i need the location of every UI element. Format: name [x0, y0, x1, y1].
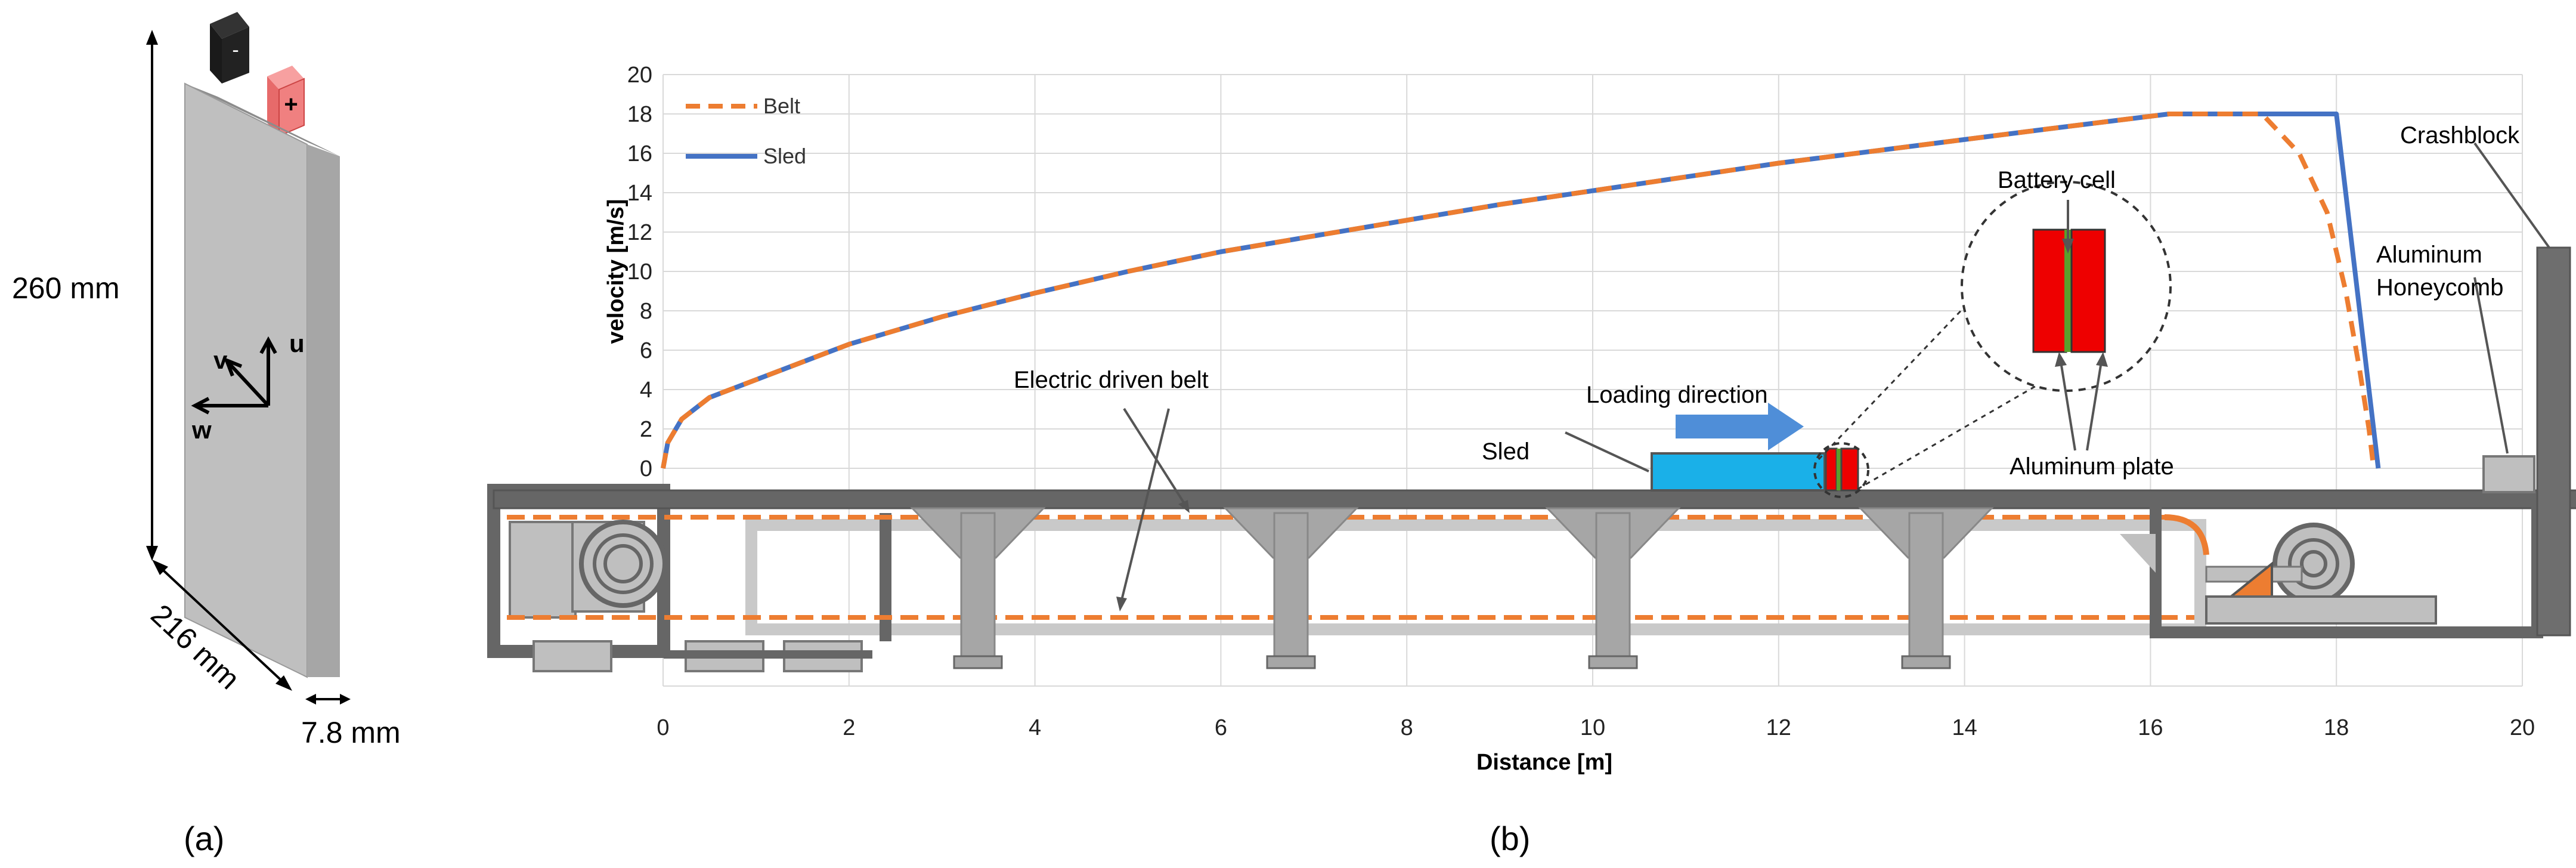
rig-support: [1858, 507, 1994, 669]
y-tick-label: 18: [627, 102, 652, 127]
chart-series: [661, 112, 2381, 469]
aluminum-honeycomb: [2482, 455, 2535, 493]
crashblock-label: Crashblock: [2400, 122, 2520, 149]
x-tick-label: 10: [1580, 715, 1605, 740]
x-tick-label: 8: [1401, 715, 1413, 740]
crashblock: [2536, 246, 2571, 637]
test-rig: [487, 246, 2576, 672]
left-motor-housing: [509, 521, 577, 619]
panel-b: 0 2 4 6 8 10 12 14 16 18 20 0 2 4 6 8 10 12 14 16 18 20 veloc…: [487, 63, 2576, 857]
specimen-plate-right: [1840, 447, 1859, 492]
x-axis-title: Distance [m]: [1476, 750, 1612, 775]
sled: [1651, 452, 1826, 492]
thickness-dimension: [305, 694, 351, 705]
x-tick-label: 16: [2138, 715, 2163, 740]
legend-item-sled: Sled: [686, 144, 806, 168]
y-tick-label: 12: [627, 220, 652, 245]
zoom-plate-left: [2032, 228, 2067, 353]
x-tick-label: 4: [1029, 715, 1041, 740]
legend-label-sled: Sled: [763, 144, 806, 168]
negative-terminal-label: -: [232, 39, 239, 61]
annotation-pointers: [1116, 142, 2550, 611]
y-tick-label: 8: [640, 299, 652, 324]
y-tick-label: 14: [627, 181, 652, 206]
x-tick-label: 20: [2510, 715, 2535, 740]
x-tick-label: 6: [1215, 715, 1227, 740]
width-dimension: [152, 560, 292, 691]
zoom-plate-right: [2070, 228, 2106, 353]
loading-direction-label: Loading direction: [1586, 382, 1768, 408]
cell-top-face: [185, 84, 340, 156]
cell-side-face: [307, 144, 340, 677]
specimen-plate-left: [1825, 447, 1838, 492]
series-line-belt-overlay: [661, 112, 2169, 469]
x-tick-label: 0: [657, 715, 669, 740]
x-tick-label: 12: [1766, 715, 1791, 740]
battery-cell-label: Battery cell: [1998, 167, 2116, 193]
y-tick-label: 10: [627, 260, 652, 285]
positive-terminal: +: [267, 66, 305, 137]
y-tick-label: 20: [627, 63, 652, 88]
chart-grid: [662, 74, 2523, 687]
specimen-cell: [1837, 449, 1841, 490]
chart-legend: Belt Sled: [686, 94, 806, 168]
caption-a: (a): [184, 820, 224, 857]
axis-w-label: w: [191, 416, 212, 444]
chart-ticks: 0 2 4 6 8 10 12 14 16 18 20 0 2 4 6 8 10 12 14 16 18 20: [627, 63, 2535, 740]
height-label: 260 mm: [12, 271, 120, 305]
y-tick-label: 2: [640, 417, 652, 442]
thickness-label: 7.8 mm: [301, 716, 401, 749]
local-axes: [191, 336, 277, 415]
y-tick-label: 4: [640, 378, 652, 403]
x-tick-label: 18: [2324, 715, 2349, 740]
axis-v-label: v: [213, 346, 228, 374]
zoom-callout: [1818, 181, 2172, 490]
caption-b: (b): [1490, 820, 1530, 857]
right-pulley: [2272, 523, 2355, 605]
y-tick-label: 6: [640, 338, 652, 363]
legend-item-belt: Belt: [686, 94, 800, 118]
legend-label-belt: Belt: [763, 94, 800, 118]
rig-support: [1223, 507, 1359, 669]
panel-a: - + u v w 260 mm: [12, 12, 401, 857]
aluminum-honeycomb-label-line2: Honeycomb: [2376, 274, 2503, 301]
y-tick-label: 16: [627, 141, 652, 166]
x-tick-label: 14: [1952, 715, 1977, 740]
return-belt-frame: [745, 519, 2206, 635]
electric-belt-label: Electric driven belt: [1014, 367, 1209, 393]
rig-support: [1545, 507, 1681, 669]
negative-terminal: -: [210, 12, 249, 84]
x-tick-label: 2: [843, 715, 855, 740]
loading-direction-arrow: [1676, 403, 1804, 450]
y-tick-label: 0: [640, 456, 652, 481]
sled-label: Sled: [1482, 438, 1530, 465]
aluminum-plate-label: Aluminum plate: [2010, 453, 2174, 480]
y-axis-title: velocity [m/s]: [603, 199, 628, 344]
positive-terminal-label: +: [284, 91, 298, 118]
height-dimension: [146, 30, 158, 561]
rig-supports: [910, 507, 1994, 669]
axis-u-label: u: [289, 329, 305, 357]
zoom-cell: [2064, 230, 2072, 352]
aluminum-honeycomb-label-line1: Aluminum: [2376, 242, 2482, 268]
rig-support: [910, 507, 1046, 669]
